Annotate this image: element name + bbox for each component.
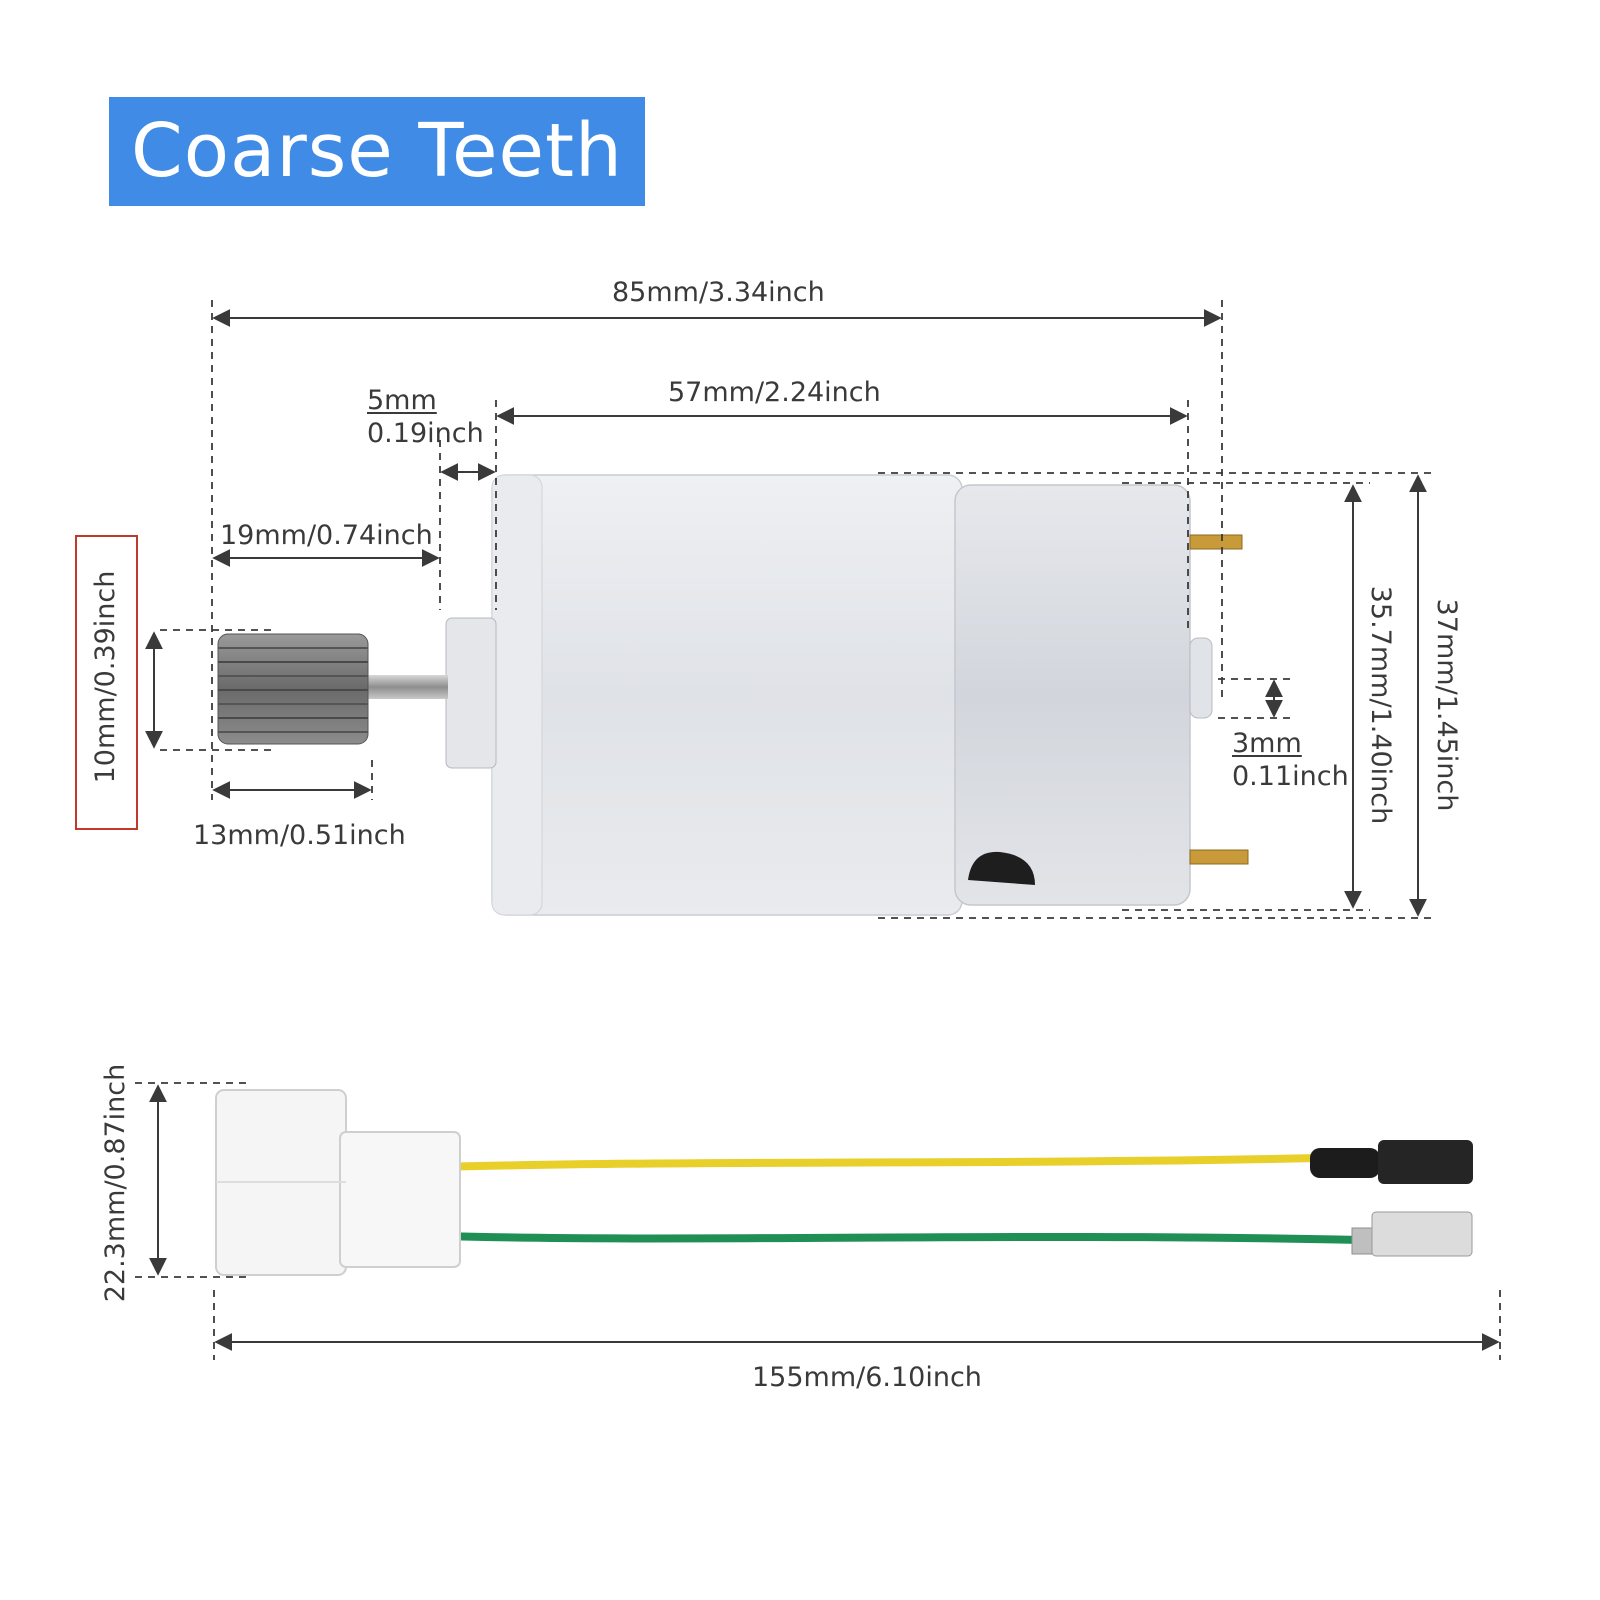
body-diameter-inner-label: 35.7mm/1.40inch xyxy=(1365,585,1396,825)
cable-length-label: 155mm/6.10inch xyxy=(752,1362,982,1393)
shaft-length-label: 19mm/0.74inch xyxy=(220,520,433,551)
body-diameter-outer-label: 37mm/1.45inch xyxy=(1431,598,1462,812)
connector-height-label: 22.3mm/0.87inch xyxy=(100,1063,131,1303)
rear-boss-mm-label: 3mm xyxy=(1232,728,1302,759)
title-banner: Coarse Teeth xyxy=(109,97,645,206)
gear-length-label: 13mm/0.51inch xyxy=(193,820,406,851)
page-title: Coarse Teeth xyxy=(131,108,623,194)
bearing-boss-inch-label: 0.19inch xyxy=(367,418,484,449)
overall-length-label: 85mm/3.34inch xyxy=(612,277,825,308)
rear-boss-inch-label: 0.11inch xyxy=(1232,761,1349,792)
body-length-label: 57mm/2.24inch xyxy=(668,377,881,408)
pinion-gear-illustration xyxy=(217,633,369,745)
dimension-lines xyxy=(135,300,1501,1360)
bearing-boss-mm-label: 5mm xyxy=(367,385,437,416)
dc-motor-illustration xyxy=(368,474,1249,916)
gear-diameter-label: 10mm/0.39inch xyxy=(90,570,121,784)
highlight-box xyxy=(75,535,138,830)
wire-harness-illustration xyxy=(215,1089,1473,1276)
